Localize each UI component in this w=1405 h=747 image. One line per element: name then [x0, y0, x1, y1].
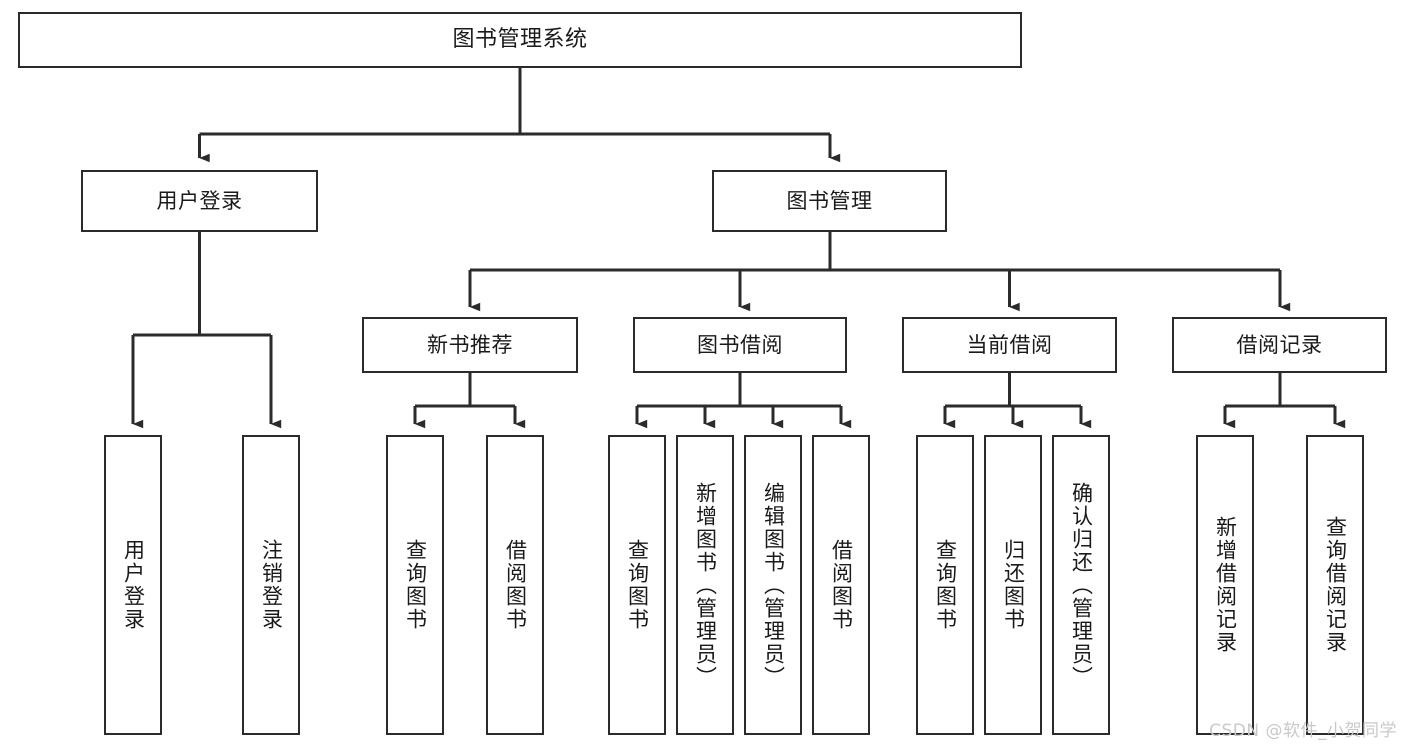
node-user-login-label: 用户登录	[156, 188, 243, 213]
node-leaf-borrow-book-2-label: 借阅图书	[829, 539, 854, 631]
node-leaf-add-book[interactable]: 新增图书（管理员）	[676, 435, 734, 735]
node-leaf-query-book-3-label: 查询图书	[933, 539, 958, 631]
node-book-manage[interactable]: 图书管理	[712, 170, 947, 232]
node-new-book-rec[interactable]: 新书推荐	[362, 317, 578, 373]
node-leaf-user-logout[interactable]: 注销登录	[242, 435, 300, 735]
node-leaf-borrow-book-2[interactable]: 借阅图书	[812, 435, 870, 735]
node-leaf-add-record[interactable]: 新增借阅记录	[1196, 435, 1254, 735]
node-borrow-record[interactable]: 借阅记录	[1172, 317, 1387, 373]
node-leaf-add-book-label: 新增图书（管理员）	[693, 481, 718, 689]
node-current-borrow-label: 当前借阅	[966, 332, 1053, 357]
node-leaf-return-book[interactable]: 归还图书	[984, 435, 1042, 735]
node-leaf-query-record-label: 查询借阅记录	[1323, 516, 1348, 654]
node-leaf-user-logout-label: 注销登录	[259, 539, 284, 631]
node-book-manage-label: 图书管理	[786, 188, 873, 213]
node-book-borrow[interactable]: 图书借阅	[633, 317, 847, 373]
node-book-borrow-label: 图书借阅	[697, 332, 783, 357]
node-leaf-user-login[interactable]: 用户登录	[104, 435, 162, 735]
node-leaf-edit-book-label: 编辑图书（管理员）	[761, 481, 786, 689]
node-leaf-edit-book[interactable]: 编辑图书（管理员）	[744, 435, 802, 735]
node-leaf-borrow-book-1[interactable]: 借阅图书	[486, 435, 544, 735]
connectors	[131, 68, 1346, 429]
node-leaf-confirm-return[interactable]: 确认归还（管理员）	[1052, 435, 1110, 735]
csdn-watermark: CSDN @软件_小贺同学	[1209, 721, 1397, 741]
node-root[interactable]: 图书管理系统	[18, 12, 1022, 68]
node-leaf-query-book-2[interactable]: 查询图书	[608, 435, 666, 735]
node-new-book-rec-label: 新书推荐	[427, 332, 513, 357]
node-leaf-query-book-2-label: 查询图书	[625, 539, 650, 631]
node-root-label: 图书管理系统	[452, 27, 588, 53]
node-leaf-borrow-book-1-label: 借阅图书	[503, 539, 528, 631]
node-leaf-add-record-label: 新增借阅记录	[1213, 516, 1238, 654]
node-current-borrow[interactable]: 当前借阅	[902, 317, 1117, 373]
node-leaf-user-login-label: 用户登录	[121, 539, 146, 631]
node-leaf-query-book-3[interactable]: 查询图书	[916, 435, 974, 735]
node-borrow-record-label: 借阅记录	[1236, 332, 1323, 357]
node-leaf-query-record[interactable]: 查询借阅记录	[1306, 435, 1364, 735]
node-user-login[interactable]: 用户登录	[81, 170, 318, 232]
node-leaf-query-book-1[interactable]: 查询图书	[386, 435, 444, 735]
node-leaf-return-book-label: 归还图书	[1001, 539, 1026, 631]
node-leaf-query-book-1-label: 查询图书	[403, 539, 428, 631]
node-leaf-confirm-return-label: 确认归还（管理员）	[1069, 481, 1094, 689]
